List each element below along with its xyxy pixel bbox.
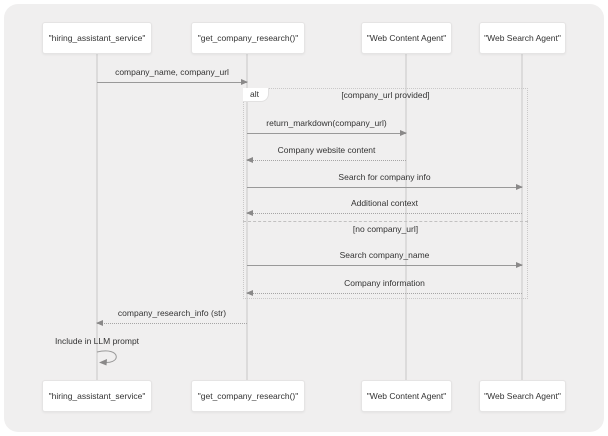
message-include-in-llm-prompt: Include in LLM prompt xyxy=(54,336,140,346)
arrowhead-right-icon xyxy=(516,184,523,190)
message-company-research-info: company_research_info (str) xyxy=(96,308,247,326)
actor-top-web-search-agent: "Web Search Agent" xyxy=(479,22,566,54)
actor-top-hiring-assistant-service: "hiring_assistant_service" xyxy=(42,22,152,54)
arrowhead-left-icon xyxy=(246,290,253,296)
arrowhead-left-icon xyxy=(246,157,253,163)
message-label: company_research_info (str) xyxy=(117,308,227,318)
arrowhead-left-icon xyxy=(246,210,253,216)
message-line xyxy=(246,210,522,216)
lifeline-get-company-research xyxy=(246,54,248,380)
actor-label: "Web Content Agent" xyxy=(366,33,447,43)
message-search-company-name: Search company_name xyxy=(247,250,523,268)
arrowhead-right-icon xyxy=(241,79,248,85)
message-label: company_name, company_url xyxy=(115,67,229,77)
alt-branch-divider xyxy=(243,221,528,222)
actor-label: "hiring_assistant_service" xyxy=(48,33,146,43)
message-line xyxy=(247,184,523,190)
message-company-website-content: Company website content xyxy=(246,145,406,163)
lifeline-hiring-assistant-service xyxy=(96,54,98,380)
actor-top-web-content-agent: "Web Content Agent" xyxy=(361,22,452,54)
message-line xyxy=(247,262,523,268)
guard-company-url-provided: [company_url provided] xyxy=(341,90,430,100)
message-label: Additional context xyxy=(350,198,419,208)
guard-no-company-url: [no company_url] xyxy=(352,224,419,234)
actor-label: "get_company_research()" xyxy=(197,391,299,401)
actor-bottom-web-content-agent: "Web Content Agent" xyxy=(361,380,452,412)
self-loop-arrow-icon xyxy=(96,350,117,366)
arrowhead-right-icon xyxy=(516,262,523,268)
actor-bottom-get-company-research: "get_company_research()" xyxy=(191,380,305,412)
message-return-markdown: return_markdown(company_url) xyxy=(247,118,407,136)
actor-label: "get_company_research()" xyxy=(197,33,299,43)
message-company-name-company-url: company_name, company_url xyxy=(97,67,248,85)
message-company-information: Company information xyxy=(246,278,522,296)
lifeline-web-content-agent xyxy=(405,54,407,380)
actor-bottom-hiring-assistant-service: "hiring_assistant_service" xyxy=(42,380,152,412)
message-label: Company website content xyxy=(277,145,376,155)
arrowhead-left-icon xyxy=(96,320,103,326)
actor-label: "Web Content Agent" xyxy=(366,391,447,401)
message-line xyxy=(246,157,406,163)
actor-label: "Web Search Agent" xyxy=(484,391,561,401)
message-label: Search for company info xyxy=(338,172,431,182)
message-additional-context: Additional context xyxy=(246,198,522,216)
message-line xyxy=(247,130,407,136)
message-line xyxy=(96,320,247,326)
message-label: return_markdown(company_url) xyxy=(266,118,387,128)
actor-top-get-company-research: "get_company_research()" xyxy=(191,22,305,54)
message-line xyxy=(246,290,522,296)
message-search-for-company-info: Search for company info xyxy=(247,172,523,190)
alt-operator-label: alt xyxy=(243,88,269,102)
actor-bottom-web-search-agent: "Web Search Agent" xyxy=(479,380,566,412)
actor-label: "Web Search Agent" xyxy=(484,33,561,43)
alt-fragment xyxy=(243,88,528,299)
message-label: Search company_name xyxy=(339,250,430,260)
message-line xyxy=(97,79,248,85)
arrowhead-right-icon xyxy=(400,130,407,136)
message-label: Company information xyxy=(344,278,425,288)
actor-label: "hiring_assistant_service" xyxy=(48,391,146,401)
lifeline-web-search-agent xyxy=(521,54,523,380)
